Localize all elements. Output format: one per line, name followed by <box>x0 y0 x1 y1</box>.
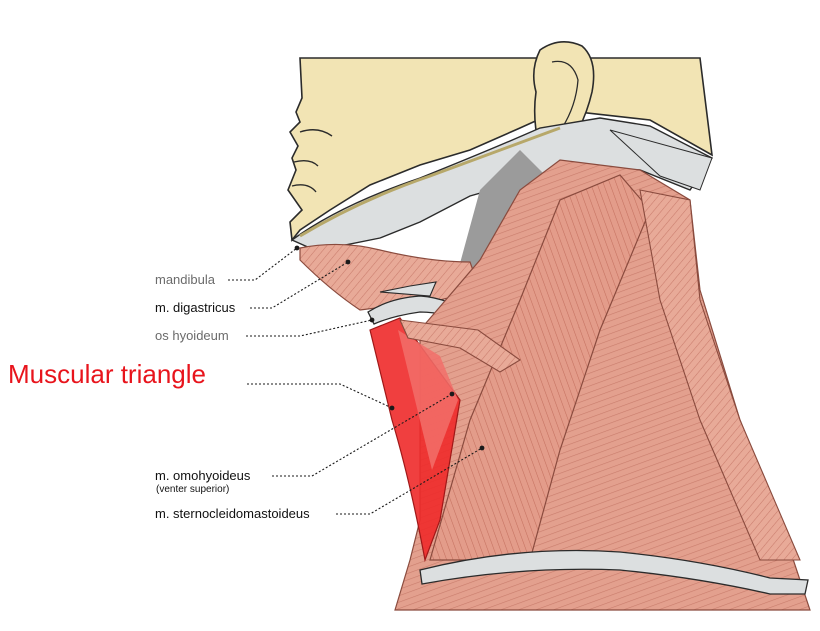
omohyoid-muscle <box>399 319 522 373</box>
label-sternocleidomastoideus: m. sternocleidomastoideus <box>155 506 310 521</box>
label-muscular-triangle: Muscular triangle <box>8 359 206 389</box>
label-omohyoideus-sub: (venter superior) <box>156 484 230 495</box>
label-mandibula: mandibula <box>155 272 215 287</box>
digastric-muscle <box>299 243 481 311</box>
clavicle-bone <box>419 549 809 595</box>
label-os-hyoideum: os hyoideum <box>155 328 229 343</box>
leader-lines <box>228 247 483 515</box>
label-omohyoideus: m. omohyoideus <box>155 468 251 483</box>
label-digastricus: m. digastricus <box>155 300 236 315</box>
